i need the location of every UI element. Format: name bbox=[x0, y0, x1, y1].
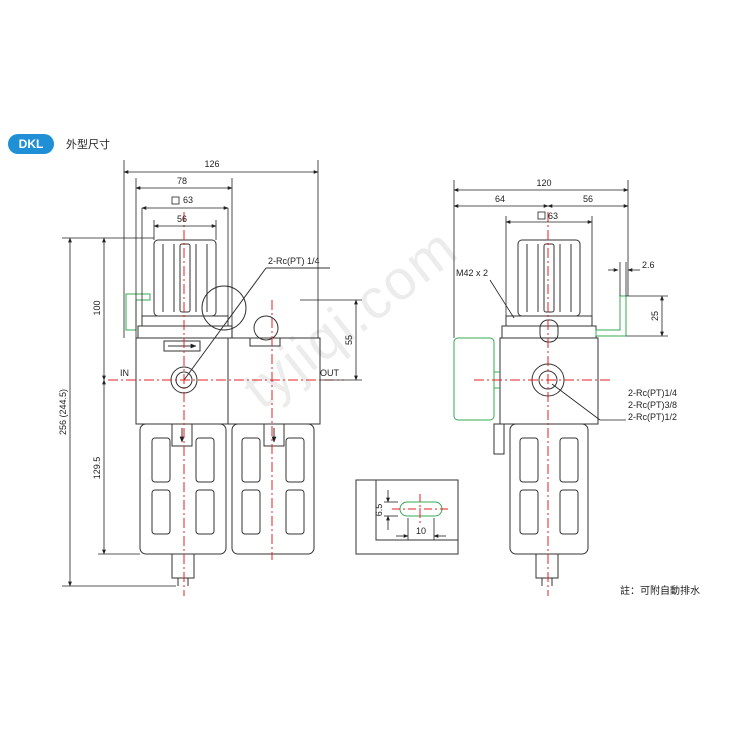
front-dimensions bbox=[62, 160, 362, 587]
side-thread: M42 x 2 bbox=[456, 268, 488, 278]
dim-126: 126 bbox=[204, 159, 219, 169]
side-centerlines bbox=[474, 212, 612, 596]
side-gauge bbox=[453, 337, 500, 421]
series-badge: DKL bbox=[8, 134, 54, 154]
dim-129-5: 129.5 bbox=[92, 457, 102, 480]
dim-square-63: 63 bbox=[183, 195, 193, 205]
front-bowl-right bbox=[231, 423, 315, 555]
side-port-2: 2-Rc(PT)3/8 bbox=[628, 400, 677, 410]
port-label: 2-Rc(PT) 1/4 bbox=[268, 256, 320, 266]
out-label: OUT bbox=[320, 368, 340, 378]
side-dimensions bbox=[453, 180, 668, 421]
side-dim-56: 56 bbox=[583, 194, 593, 204]
side-bowl bbox=[509, 423, 589, 555]
side-port-3: 2-Rc(PT)1/2 bbox=[628, 412, 677, 422]
side-dim-64: 64 bbox=[495, 194, 505, 204]
dim-55: 55 bbox=[344, 335, 354, 345]
front-centerlines bbox=[108, 212, 344, 596]
side-dim-120: 120 bbox=[536, 178, 551, 188]
dim-100: 100 bbox=[92, 300, 102, 315]
side-bracket bbox=[595, 295, 627, 337]
dim-56: 56 bbox=[177, 214, 187, 224]
in-label: IN bbox=[120, 368, 129, 378]
side-view bbox=[493, 239, 599, 586]
front-bowl-left bbox=[139, 423, 227, 555]
slot-detail bbox=[355, 479, 459, 555]
front-dimension-labels: 126 78 63 56 256 (244.5) 100 129.5 55 2-… bbox=[58, 159, 354, 479]
slot-labels: 6.5 10 bbox=[374, 504, 426, 536]
slot-dim-6-5: 6.5 bbox=[374, 504, 384, 517]
front-bracket bbox=[125, 293, 151, 331]
side-dim-2-6: 2.6 bbox=[642, 260, 655, 270]
side-body bbox=[499, 337, 599, 425]
section-title: 外型尺寸 bbox=[66, 138, 110, 151]
port-detail-circle bbox=[201, 285, 247, 331]
slot-dim-10: 10 bbox=[416, 526, 426, 536]
side-port-1: 2-Rc(PT)1/4 bbox=[628, 388, 677, 398]
side-dimension-labels: 120 64 56 63 M42 x 2 2.6 25 2-Rc(PT)1/4 … bbox=[456, 178, 677, 422]
side-dim-square-63: 63 bbox=[548, 211, 558, 221]
side-dim-25: 25 bbox=[650, 311, 660, 321]
drain-note: 註：可附自動排水 bbox=[620, 586, 700, 597]
dim-78: 78 bbox=[177, 176, 187, 186]
dim-256: 256 (244.5) bbox=[58, 389, 68, 435]
front-gauge bbox=[253, 315, 279, 341]
